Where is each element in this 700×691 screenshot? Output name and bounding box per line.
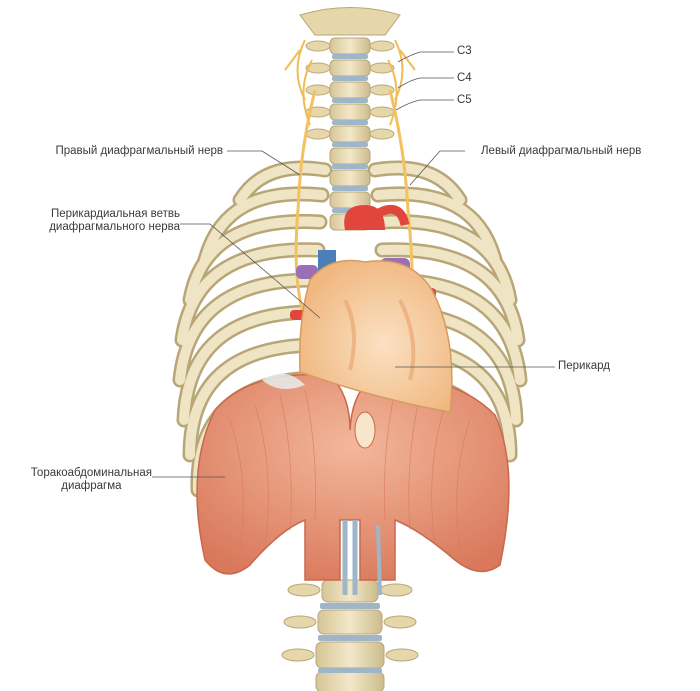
label-diaphragm-line1: Торакоабдоминальная	[30, 467, 152, 479]
label-c5: C5	[457, 94, 472, 106]
label-pericardial-branch: Перикардиальная ветвь диафрагмального не…	[49, 208, 180, 234]
label-diaphragm-line2: диафрагма	[61, 480, 122, 492]
cervical-nerves	[284, 39, 416, 126]
label-c3: C3	[457, 45, 472, 57]
leader-lines	[152, 51, 555, 478]
pericardium	[298, 259, 453, 413]
label-c4: C4	[457, 72, 472, 84]
label-pericardium: Перикард	[558, 360, 611, 372]
label-pericardial-branch-line2: диафрагмального нерва	[49, 221, 180, 233]
label-right-phrenic-nerve: Правый диафрагмальный нерв	[55, 145, 223, 157]
diaphragm	[196, 373, 510, 596]
label-diaphragm: Торакоабдоминальная диафрагма	[31, 467, 152, 493]
rib-cage	[172, 160, 528, 498]
label-left-phrenic-nerve: Левый диафрагмальный нерв	[481, 145, 642, 157]
label-pericardial-branch-line1: Перикардиальная ветвь	[50, 208, 180, 220]
